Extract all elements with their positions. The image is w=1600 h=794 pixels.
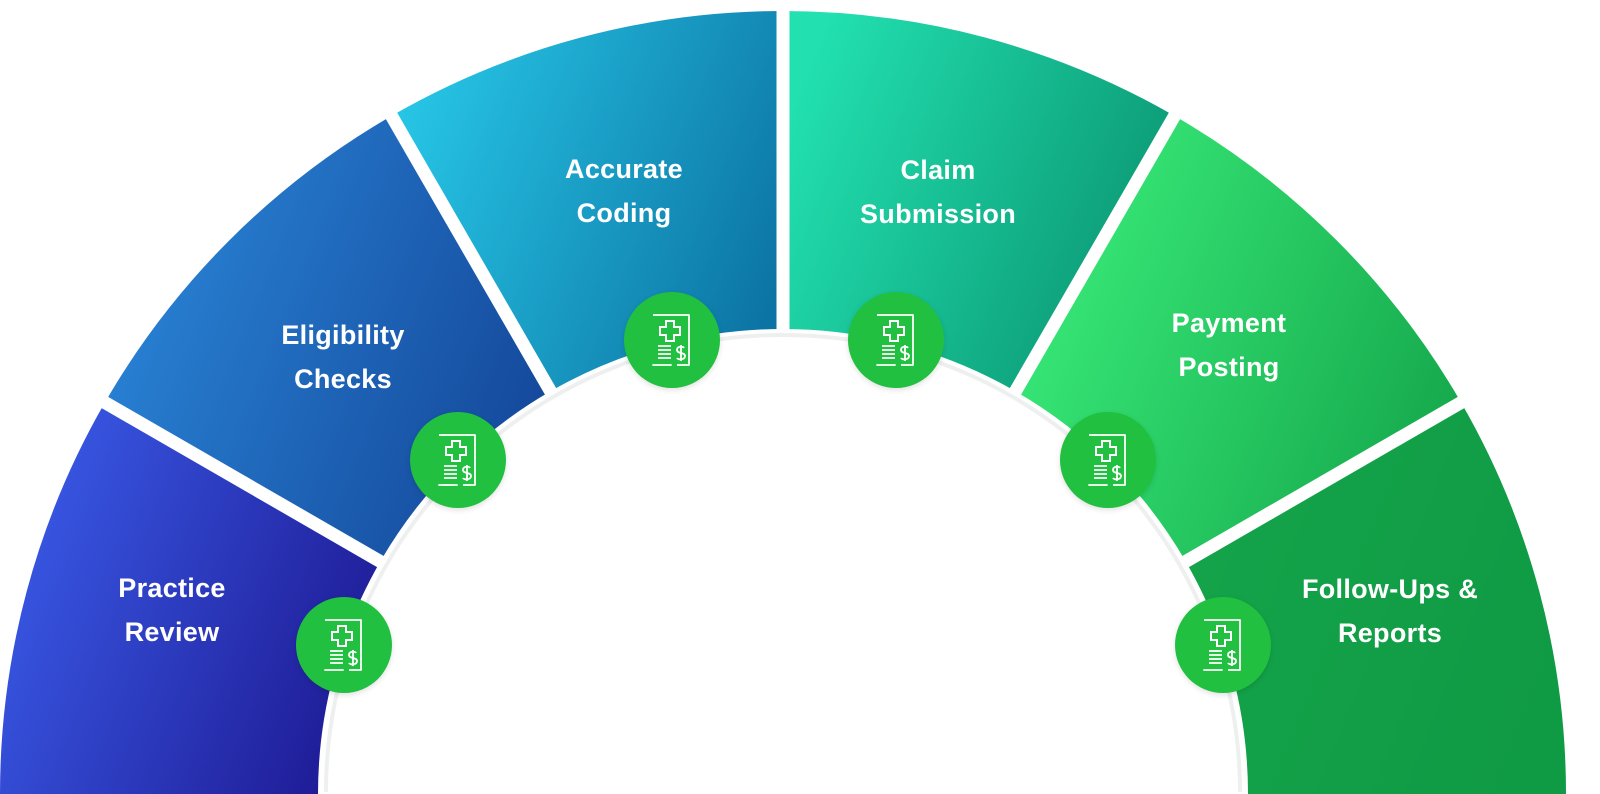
label-line1: Payment — [1171, 308, 1287, 338]
label-line1: Practice — [118, 573, 226, 603]
medical-bill-icon — [410, 412, 506, 508]
label-line2: Posting — [1178, 352, 1280, 382]
label-line1: Follow-Ups & — [1301, 574, 1479, 604]
medical-bill-icon — [1175, 597, 1271, 693]
label-line2: Reports — [1337, 618, 1443, 648]
medical-bill-icon — [848, 292, 944, 388]
medical-bill-icon — [624, 292, 720, 388]
label-line1: Claim — [900, 155, 976, 185]
segment-gap — [99, 395, 386, 569]
segment-gap — [1008, 110, 1182, 397]
label-line1: Eligibility — [281, 320, 405, 350]
label-line2: Checks — [294, 364, 392, 394]
medical-bill-icon — [1060, 412, 1156, 508]
label-line2: Submission — [859, 199, 1017, 229]
step-label-follow-ups-reports: Follow-Ups & Reports — [1302, 567, 1478, 655]
segment-gap — [1180, 395, 1467, 569]
segment-gap — [384, 110, 558, 397]
label-line2: Coding — [576, 198, 672, 228]
label-line2: Review — [124, 617, 220, 647]
medical-bill-icon — [296, 597, 392, 693]
segment-practice-review — [0, 402, 381, 794]
label-line1: Accurate — [565, 154, 683, 184]
inner-ring — [324, 333, 1242, 793]
segment-follow-ups-reports — [1185, 402, 1566, 794]
